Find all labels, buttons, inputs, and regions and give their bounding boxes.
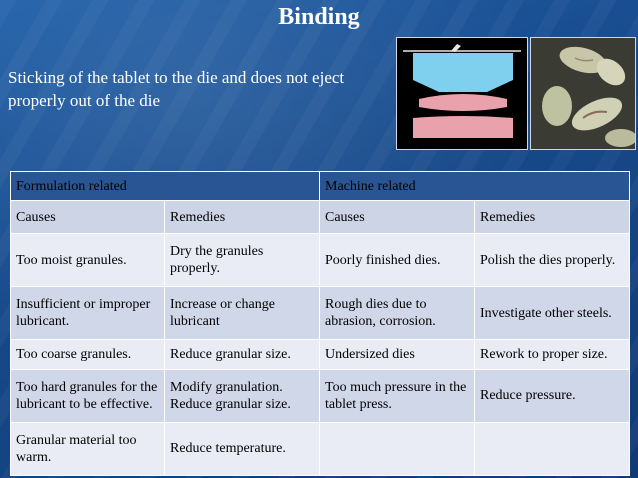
table-cell: Rework to proper size. <box>474 339 630 370</box>
sub-header-causes: Causes <box>319 200 475 234</box>
table-cell: Poorly finished dies. <box>319 232 475 288</box>
table-cell: Reduce temperature. <box>164 421 320 477</box>
table-cell: Too much pressure in the tablet press. <box>319 368 475 423</box>
table-cell: Undersized dies <box>319 339 475 370</box>
group-header-formulation: Formulation related <box>10 171 320 201</box>
table-row: Insufficient or improper lubricant. Incr… <box>10 286 630 341</box>
binding-table: Formulation related Machine related Caus… <box>10 171 630 477</box>
table-cell: Increase or change lubricant <box>164 286 320 341</box>
table-cell: Rough dies due to abrasion, corrosion. <box>319 286 475 341</box>
table-row: Too moist granules. Dry the granules pro… <box>10 232 630 288</box>
table-cell: Too moist granules. <box>10 232 165 288</box>
slide-description: Sticking of the tablet to the die and do… <box>8 68 345 110</box>
slide-title: Binding <box>278 4 360 30</box>
sticking-tablets-photo <box>530 37 636 150</box>
group-header-row: Formulation related Machine related <box>10 171 630 201</box>
table-cell: Granular material too warm. <box>10 421 165 477</box>
table-cell: Modify granulation. Reduce granular size… <box>164 368 320 423</box>
table-cell: Too hard granules for the lubricant to b… <box>10 368 165 423</box>
table-cell: Reduce pressure. <box>474 368 630 423</box>
table-cell: Insufficient or improper lubricant. <box>10 286 165 341</box>
table-cell: Investigate other steels. <box>474 286 630 341</box>
sub-header-remedies: Remedies <box>164 200 320 234</box>
table-row: Too hard granules for the lubricant to b… <box>10 368 630 423</box>
sub-header-causes: Causes <box>10 200 165 234</box>
table-row: Too coarse granules. Reduce granular siz… <box>10 339 630 370</box>
table-cell: Polish the dies properly. <box>474 232 630 288</box>
table-cell: Reduce granular size. <box>164 339 320 370</box>
table-row: Granular material too warm. Reduce tempe… <box>10 421 630 477</box>
group-header-machine: Machine related <box>319 171 630 201</box>
table-cell <box>319 421 475 477</box>
table-cell <box>474 421 630 477</box>
table-cell: Dry the granules properly. <box>164 232 320 288</box>
sub-header-row: Causes Remedies Causes Remedies <box>10 200 630 234</box>
sub-header-remedies: Remedies <box>474 200 630 234</box>
table-cell: Too coarse granules. <box>10 339 165 370</box>
die-binding-diagram <box>396 37 528 150</box>
